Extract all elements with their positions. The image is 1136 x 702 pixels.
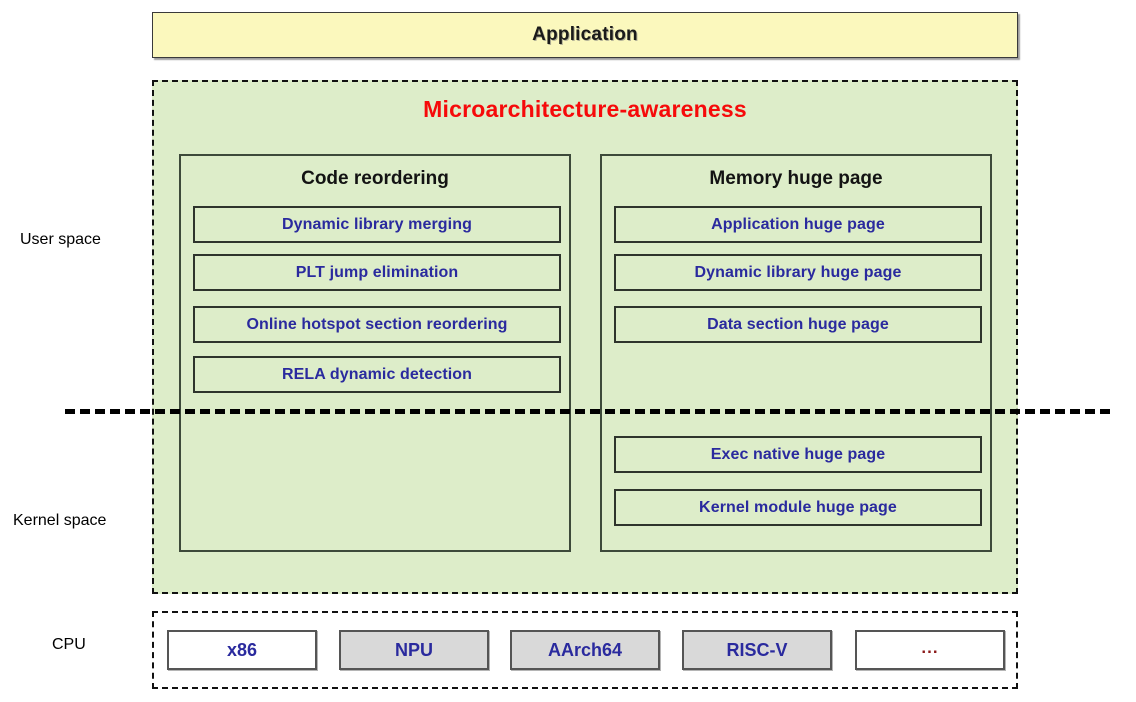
cpu-label: CPU xyxy=(52,636,86,653)
cpu-box-label: NPU xyxy=(394,639,433,660)
item-dynamic-library-huge-page[interactable]: Dynamic library huge page xyxy=(614,254,982,291)
user-space-label: User space xyxy=(20,231,101,248)
code-reordering-title: Code reordering xyxy=(301,168,449,189)
item-label: Data section huge page xyxy=(707,315,889,333)
item-label: Application huge page xyxy=(711,215,885,233)
item-label: Kernel module huge page xyxy=(699,498,897,516)
memory-huge-page-panel: Memory huge page Application huge page D… xyxy=(600,154,992,552)
cpu-box-npu[interactable]: NPU xyxy=(339,630,489,670)
item-data-section-huge-page[interactable]: Data section huge page xyxy=(614,306,982,343)
item-label: Dynamic library huge page xyxy=(694,263,902,281)
cpu-box-more[interactable]: ... xyxy=(855,630,1005,670)
cpu-box-label: RISC-V xyxy=(726,639,788,660)
item-label: Dynamic library merging xyxy=(282,215,472,233)
cpu-panel: x86 NPU AArch64 RISC-V ... xyxy=(152,611,1018,689)
cpu-box-label: x86 xyxy=(226,639,258,660)
user-kernel-space-divider xyxy=(65,409,1110,414)
cpu-box-label: AArch64 xyxy=(547,639,623,660)
microarchitecture-awareness-title: Microarchitecture-awareness xyxy=(423,96,747,122)
kernel-space-label: Kernel space xyxy=(13,512,107,529)
application-box: Application xyxy=(152,12,1018,58)
memory-huge-page-title: Memory huge page xyxy=(709,168,883,189)
item-label: Online hotspot section reordering xyxy=(246,315,508,333)
item-kernel-module-huge-page[interactable]: Kernel module huge page xyxy=(614,489,982,526)
cpu-box-label: ... xyxy=(921,638,939,657)
cpu-box-risc-v[interactable]: RISC-V xyxy=(682,630,832,670)
item-online-hotspot-section-reordering[interactable]: Online hotspot section reordering xyxy=(193,306,561,343)
item-label: RELA dynamic detection xyxy=(281,365,473,383)
item-exec-native-huge-page[interactable]: Exec native huge page xyxy=(614,436,982,473)
item-application-huge-page[interactable]: Application huge page xyxy=(614,206,982,243)
code-reordering-panel: Code reordering Dynamic library merging … xyxy=(179,154,571,552)
item-dynamic-library-merging[interactable]: Dynamic library merging xyxy=(193,206,561,243)
cpu-box-x86[interactable]: x86 xyxy=(167,630,317,670)
item-label: Exec native huge page xyxy=(710,445,886,463)
application-label: Application xyxy=(532,24,638,45)
item-plt-jump-elimination[interactable]: PLT jump elimination xyxy=(193,254,561,291)
item-rela-dynamic-detection[interactable]: RELA dynamic detection xyxy=(193,356,561,393)
item-label: PLT jump elimination xyxy=(295,263,459,281)
microarchitecture-awareness-panel: Microarchitecture-awareness Code reorder… xyxy=(152,80,1018,594)
cpu-box-aarch64[interactable]: AArch64 xyxy=(510,630,660,670)
